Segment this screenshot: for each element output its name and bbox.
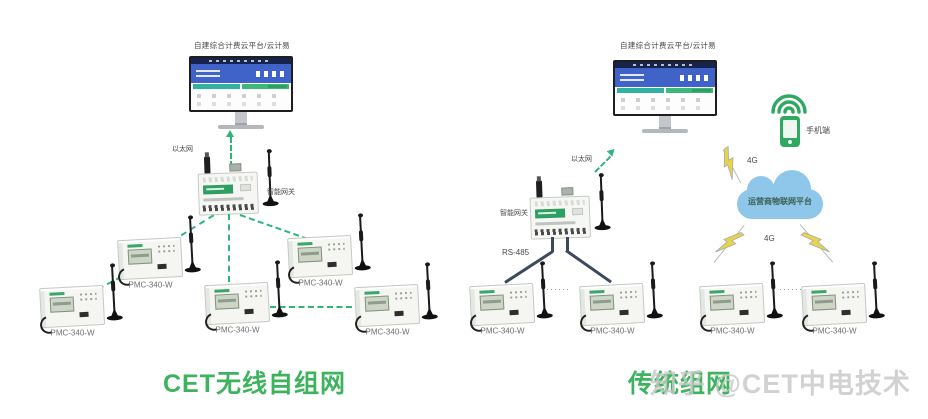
dashboard-banner: [191, 64, 291, 83]
meter-device-a: PMC-340-W: [115, 218, 206, 294]
monitor-screen-left: [189, 56, 293, 112]
meter-model-label: PMC-340-W: [710, 326, 755, 336]
gateway-label-right: 智能网关: [500, 210, 528, 217]
rs485-label: RS-485: [502, 248, 530, 257]
smart-gateway-left: [197, 152, 295, 218]
cloud-icon: 运营商物联网平台: [737, 170, 823, 222]
dashboard-topbar: [615, 62, 715, 68]
smart-gateway-right: [529, 176, 627, 242]
antenna-icon: [591, 176, 613, 237]
antenna-icon: [762, 264, 785, 325]
gateway-button: [561, 187, 574, 196]
meter-device-r1: PMC-340-W: [467, 264, 558, 340]
meter-device-f1: PMC-340-W: [697, 264, 788, 340]
monitor-left: [189, 56, 293, 129]
monitor-stand: [659, 116, 671, 129]
wifi-arcs-icon: [771, 94, 807, 114]
meter-model-label: PMC-340-W: [365, 327, 410, 337]
meter-model-label: PMC-340-W: [215, 325, 260, 335]
meter-device-c: PMC-340-W: [202, 263, 293, 339]
dashboard-strips: [615, 87, 715, 93]
link-arrow-icon: [606, 146, 618, 157]
wireless-link-c-e: [270, 306, 352, 308]
platform-title-left: 自建综合计费云平台/云计易: [194, 41, 290, 50]
phone-icon: [780, 116, 800, 147]
dashboard-topbar: [191, 58, 291, 64]
meter-body: [37, 284, 106, 337]
lightning-bolt-icon: [715, 231, 745, 253]
meter-device-f2: PMC-340-W: [799, 264, 890, 340]
meter-body: [697, 282, 766, 335]
antenna-icon: [417, 265, 440, 326]
wireless-link-gw-c: [228, 214, 230, 282]
monitor-stand: [235, 112, 247, 125]
lightning-bolt-icon: [723, 146, 734, 180]
antenna-icon: [642, 264, 665, 325]
cloud-platform-label: 运营商物联网平台: [748, 197, 812, 206]
gateway-connector-icon: [203, 156, 211, 175]
meter-model-label: PMC-340-W: [480, 326, 525, 336]
rs485-line-right: [566, 237, 569, 252]
phone-label: 手机端: [806, 126, 830, 135]
ellipsis-mid: ······: [546, 284, 570, 294]
ethernet-link-right: [594, 155, 612, 173]
meter-body: [352, 283, 421, 336]
meter-body: [285, 234, 354, 287]
link-arrow-up-icon: [226, 130, 234, 137]
antenna-icon: [102, 266, 125, 327]
antenna-icon: [259, 152, 281, 213]
gateway-body: [197, 171, 259, 216]
meter-body: [115, 236, 184, 289]
meter-model-label: PMC-340-W: [50, 328, 95, 338]
antenna-icon: [267, 263, 290, 324]
meter-device-d: PMC-340-W: [37, 266, 128, 342]
dashboard-strips: [191, 83, 291, 89]
watermark: 知乎 @CET中电技术: [650, 369, 911, 399]
ellipsis-right: ······: [779, 284, 803, 294]
gateway-label-left: 智能网关: [267, 189, 295, 196]
ethernet-link-left: [230, 137, 232, 167]
antenna-icon: [864, 264, 887, 325]
monitor-base: [218, 125, 264, 129]
meter-body: [577, 282, 646, 335]
dashboard-content: [191, 89, 291, 110]
meter-device-e: PMC-340-W: [352, 265, 443, 341]
ethernet-label-right: 以太网: [571, 156, 592, 163]
lightning-bolt-icon: [800, 231, 830, 253]
gateway-body: [529, 195, 591, 240]
monitor-right: [613, 60, 717, 133]
caption-left: CET无线自组网: [163, 370, 347, 398]
cellular-label-bottom: 4G: [764, 234, 775, 243]
meter-model-label: PMC-340-W: [298, 278, 343, 288]
platform-title-right: 自建综合计费云平台/云计易: [620, 41, 716, 50]
gateway-button: [229, 163, 242, 172]
monitor-base: [642, 129, 688, 133]
antenna-icon: [532, 264, 555, 325]
ethernet-label-left: 以太网: [172, 146, 193, 153]
meter-body: [467, 282, 536, 335]
meter-device-r2: PMC-340-W: [577, 264, 668, 340]
meter-body: [799, 282, 868, 335]
meter-body: [202, 281, 271, 334]
gateway-connector-icon: [535, 180, 543, 199]
caption-right: 传统组网: [628, 370, 733, 398]
monitor-screen-right: [613, 60, 717, 116]
antenna-icon: [180, 218, 203, 279]
cellular-label-top: 4G: [747, 156, 758, 165]
meter-model-label: PMC-340-W: [812, 326, 857, 336]
dashboard-content: [615, 93, 715, 114]
meter-model-label: PMC-340-W: [590, 326, 635, 336]
dashboard-banner: [615, 68, 715, 87]
rs485-line-left: [551, 237, 554, 252]
